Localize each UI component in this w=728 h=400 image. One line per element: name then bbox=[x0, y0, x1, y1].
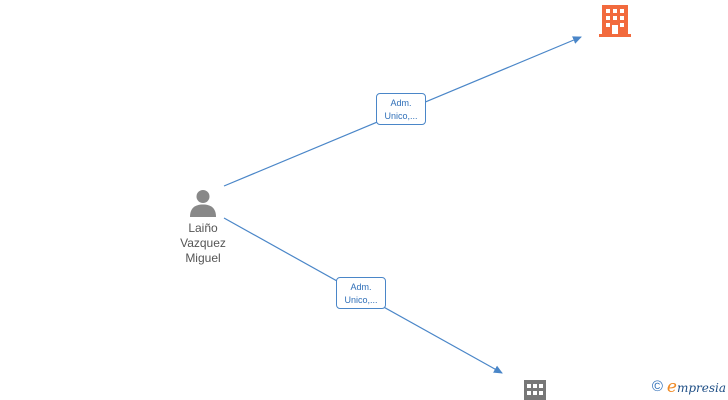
relation-label-line-1: Adm. bbox=[350, 282, 372, 292]
brand-logo: empresia bbox=[667, 377, 726, 398]
person-icon bbox=[190, 190, 216, 217]
company-node-bottom[interactable] bbox=[522, 379, 548, 400]
empresia-watermark: © empresia bbox=[652, 377, 726, 397]
person-name-line-1: Laiño bbox=[188, 221, 218, 235]
relation-label-top[interactable]: Adm. Unico,... bbox=[376, 93, 426, 125]
relation-label-line-1: Adm. bbox=[390, 98, 412, 108]
relation-label-line-2: Unico,... bbox=[384, 111, 418, 121]
person-name-line-3: Miguel bbox=[185, 251, 221, 265]
relation-label-bottom[interactable]: Adm. Unico,... bbox=[336, 277, 386, 309]
relation-label-line-2: Unico,... bbox=[344, 295, 378, 305]
building-icon bbox=[524, 380, 546, 400]
person-name-line-2: Vazquez bbox=[180, 236, 226, 250]
brand-initial: e bbox=[666, 376, 677, 397]
building-icon bbox=[599, 5, 631, 37]
brand-rest: mpresia bbox=[676, 380, 726, 395]
person-node[interactable]: Laiño Vazquez Miguel bbox=[168, 188, 238, 266]
company-node-top[interactable] bbox=[599, 3, 631, 37]
person-name: Laiño Vazquez Miguel bbox=[168, 221, 238, 266]
copyright-icon: © bbox=[651, 378, 663, 395]
